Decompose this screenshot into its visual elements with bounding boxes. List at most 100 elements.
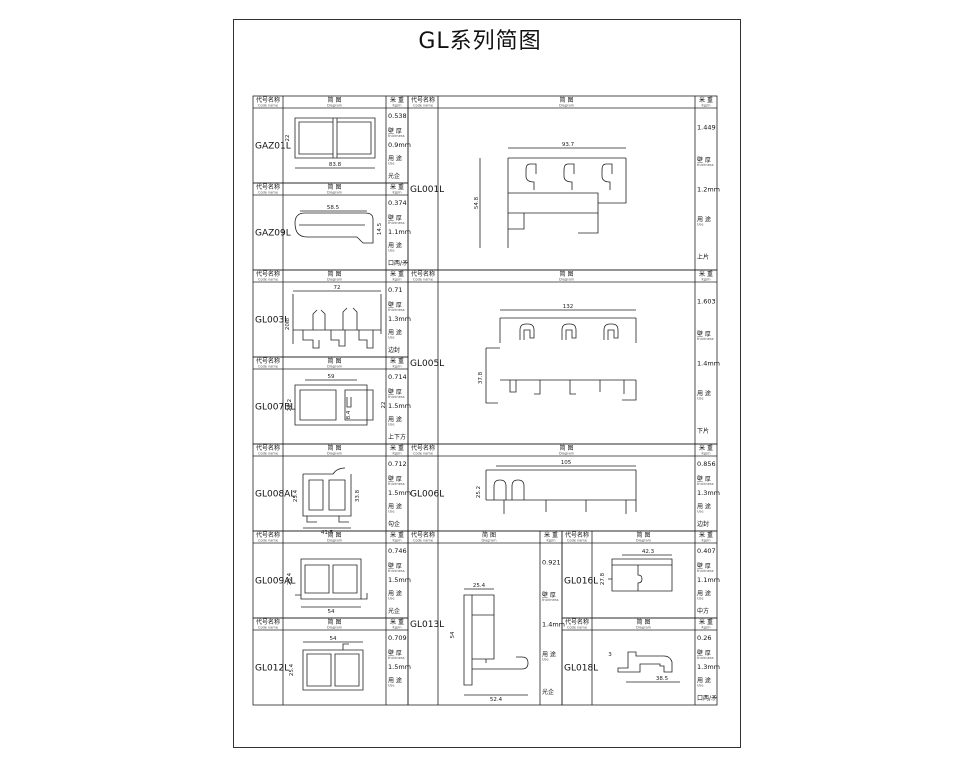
profile-shape bbox=[485, 317, 637, 404]
header-diagram-sub: Diagram bbox=[636, 626, 652, 630]
profile-code: GL005L bbox=[410, 359, 444, 369]
header-weight-sub: Kg/m bbox=[392, 278, 402, 282]
header-diagram: 简 图 bbox=[637, 618, 651, 626]
use-sub: Use bbox=[388, 336, 395, 340]
profile-shape bbox=[507, 157, 627, 248]
use-label: 用 途 bbox=[388, 503, 402, 511]
header-code-name-sub: Code name bbox=[258, 191, 278, 195]
profile-weight: 0.921 bbox=[542, 559, 561, 567]
profile-use: 光企 bbox=[542, 688, 554, 696]
profile-cell bbox=[252, 530, 409, 619]
thickness-label: 壁 厚 bbox=[388, 475, 402, 483]
header-code-name-sub: Code name bbox=[413, 278, 433, 282]
profile-thickness: 1.3mm bbox=[697, 489, 720, 497]
header-code-name-sub: Code name bbox=[567, 539, 587, 543]
dim-width: 25.4 bbox=[473, 583, 486, 589]
header-diagram: 简 图 bbox=[328, 96, 342, 104]
thickness-sub: thickness bbox=[697, 163, 714, 167]
profile-weight: 0.856 bbox=[697, 460, 716, 468]
header-diagram-sub: Diagram bbox=[327, 365, 343, 369]
header-code-name: 代号名称 bbox=[256, 444, 280, 452]
profile-weight: 0.407 bbox=[697, 547, 716, 555]
header-diagram: 简 图 bbox=[328, 357, 342, 365]
header-diagram-sub: Diagram bbox=[327, 539, 343, 543]
profile-thickness: 1.4mm bbox=[542, 621, 565, 629]
profile-cell bbox=[252, 95, 409, 184]
header-weight-sub: Kg/m bbox=[701, 452, 711, 456]
dim-height-right: 33.8 bbox=[355, 489, 361, 502]
thickness-sub: thickness bbox=[697, 482, 714, 486]
dim-inner: 8.4 bbox=[346, 410, 352, 419]
thickness-sub: thickness bbox=[388, 656, 405, 660]
use-label: 用 途 bbox=[697, 215, 711, 223]
header-diagram: 简 图 bbox=[328, 270, 342, 278]
header-diagram-sub: Diagram bbox=[559, 452, 575, 456]
header-code-name-sub: Code name bbox=[258, 539, 278, 543]
profile-use: 光企 bbox=[388, 607, 400, 615]
dim-width: 72 bbox=[334, 285, 341, 291]
dim-width: 54 bbox=[330, 636, 337, 642]
dim-height: 14.5 bbox=[377, 222, 383, 235]
profile-thickness: 1.5mm bbox=[388, 576, 411, 584]
use-sub: Use bbox=[388, 597, 395, 601]
profile-shape bbox=[302, 467, 352, 523]
header-weight-sub: Kg/m bbox=[701, 104, 711, 108]
profile-code: GL003L bbox=[255, 316, 289, 326]
profile-weight: 1.449 bbox=[697, 124, 716, 132]
use-label: 用 途 bbox=[388, 590, 402, 598]
profile-weight: 0.714 bbox=[388, 373, 407, 381]
profile-thickness: 1.1mm bbox=[388, 228, 411, 236]
thickness-sub: thickness bbox=[697, 337, 714, 341]
thickness-sub: thickness bbox=[388, 569, 405, 573]
thickness-label: 壁 厚 bbox=[697, 156, 711, 164]
profile-thickness: 1.5mm bbox=[388, 402, 411, 410]
dim-height: 27.8 bbox=[600, 572, 606, 585]
header-diagram-sub: Diagram bbox=[327, 104, 343, 108]
header-weight: 米 重 bbox=[390, 618, 404, 626]
profile-thickness: 1.3mm bbox=[388, 315, 411, 323]
header-code-name-sub: Code name bbox=[258, 365, 278, 369]
dim-height: 54.8 bbox=[474, 196, 480, 209]
thickness-sub: thickness bbox=[542, 598, 559, 602]
header-diagram: 简 图 bbox=[482, 531, 496, 539]
thickness-label: 壁 厚 bbox=[388, 562, 402, 570]
header-weight: 米 重 bbox=[699, 618, 713, 626]
header-code-name: 代号名称 bbox=[256, 618, 280, 626]
thickness-sub: thickness bbox=[388, 221, 405, 225]
header-weight: 米 重 bbox=[699, 270, 713, 278]
profile-shape bbox=[292, 294, 382, 349]
dim-height-right: 22 bbox=[381, 402, 387, 409]
header-diagram: 简 图 bbox=[328, 444, 342, 452]
profile-weight: 0.746 bbox=[388, 547, 407, 555]
profile-code: GAZ01L bbox=[255, 142, 291, 152]
profile-use: 光企 bbox=[388, 172, 400, 180]
header-diagram-sub: Diagram bbox=[559, 104, 575, 108]
profile-code: GL007BL bbox=[255, 403, 295, 413]
profile-weight: 0.374 bbox=[388, 199, 407, 207]
thickness-sub: thickness bbox=[388, 308, 405, 312]
header-diagram-sub: Diagram bbox=[481, 539, 497, 543]
profile-use: 边封 bbox=[388, 346, 400, 354]
profile-weight: 0.26 bbox=[697, 634, 711, 642]
profile-weight: 0.538 bbox=[388, 112, 407, 120]
profile-shape bbox=[294, 384, 374, 426]
profile-shape bbox=[294, 117, 376, 159]
header-diagram-sub: Diagram bbox=[327, 452, 343, 456]
dim-width: 83.8 bbox=[329, 162, 342, 168]
use-sub: Use bbox=[697, 597, 704, 601]
header-code-name-sub: Code name bbox=[258, 278, 278, 282]
use-label: 用 途 bbox=[388, 677, 402, 685]
profile-shape bbox=[608, 558, 673, 592]
header-code-name: 代号名称 bbox=[256, 96, 280, 104]
profile-use: 下片 bbox=[697, 427, 709, 435]
profile-use: 边封 bbox=[697, 520, 709, 528]
header-weight-sub: Kg/m bbox=[701, 278, 711, 282]
profile-code: GL013L bbox=[410, 620, 444, 630]
profile-code: GL006L bbox=[410, 490, 444, 500]
header-weight-sub: Kg/m bbox=[392, 104, 402, 108]
profile-code: GL008AL bbox=[255, 490, 295, 500]
thickness-label: 壁 厚 bbox=[697, 562, 711, 570]
header-diagram-sub: Diagram bbox=[636, 539, 652, 543]
header-code-name-sub: Code name bbox=[413, 539, 433, 543]
profile-cell bbox=[252, 182, 409, 271]
